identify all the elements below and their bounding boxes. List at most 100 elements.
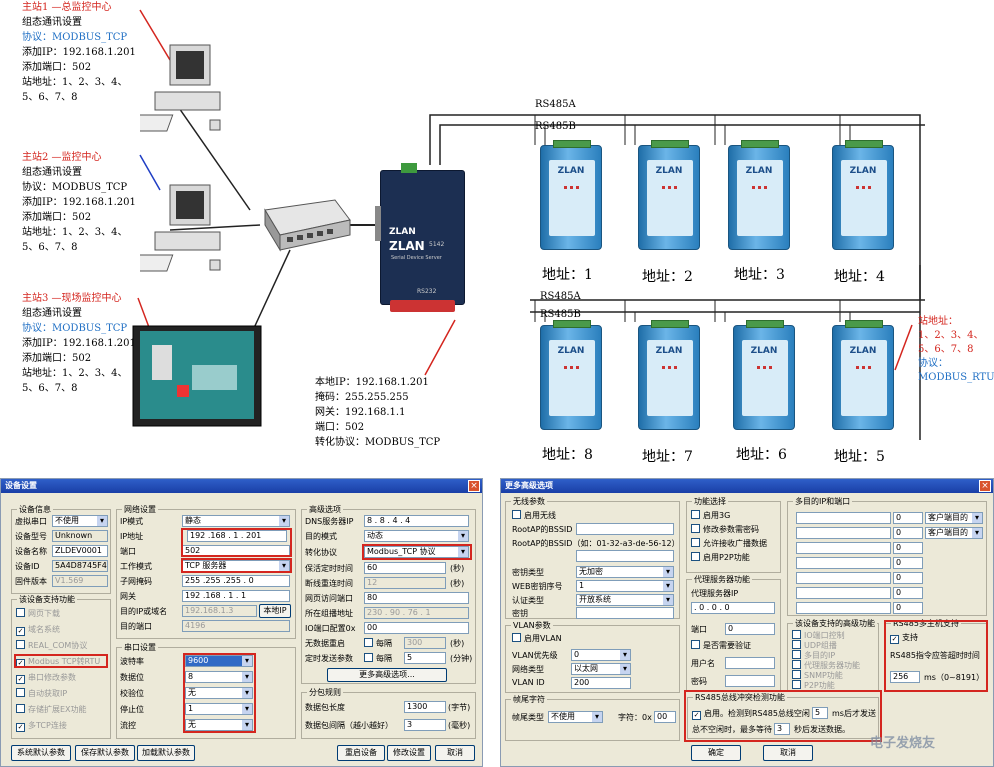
reconnect-input[interactable]: 12 (364, 577, 446, 589)
rs485-support-checkbox[interactable]: 支持 (890, 632, 918, 644)
enable-vlan-checkbox[interactable]: 启用VLAN (512, 633, 562, 644)
multi-dest-ip-input[interactable] (796, 587, 891, 599)
cancel-button[interactable]: 取消 (435, 745, 475, 761)
connection-lines (137, 9, 925, 440)
cancel-button[interactable]: 取消 (763, 745, 813, 761)
proxy-ip-input[interactable]: . 0 . 0 . 0 (691, 602, 775, 614)
server-rs232-label: RS232 (417, 288, 437, 295)
auth-type-select[interactable]: 开放系统 (576, 594, 674, 606)
station-2-text: 主站2 —监控中心 组态通讯设置 协议：MODBUS_TCP 添加IP：192.… (22, 152, 136, 253)
network-type-select[interactable]: 以太网 (571, 663, 631, 675)
multi-dest-port-input[interactable]: 0 (893, 557, 923, 569)
restart-input[interactable]: 300 (404, 637, 446, 649)
multi-dest-port-input[interactable]: 0 (893, 602, 923, 614)
protocol-select[interactable]: Modbus_TCP 协议 (364, 546, 469, 558)
func-item[interactable]: 允许接收广播数据 (691, 538, 767, 549)
proxy-port-input[interactable]: 0 (725, 623, 775, 635)
dest-port-input[interactable]: 4196 (182, 620, 290, 632)
web-port-input[interactable]: 80 (364, 592, 469, 604)
ip-address-input[interactable]: 192 .168 . 1 . 201 (187, 530, 287, 542)
close-icon[interactable]: × (468, 480, 480, 492)
restart-checkbox[interactable]: 每隔 (364, 638, 392, 649)
flow-control-select[interactable]: 无 (185, 719, 253, 731)
ok-button[interactable]: 确定 (691, 745, 741, 761)
enable-wireless-checkbox[interactable]: 启用无线 (512, 510, 556, 521)
vlan-group: VLAN参数 启用VLAN VLAN优先级 0 网络类型 以太网 VLAN ID… (505, 620, 680, 693)
packet-length-input[interactable]: 1300 (404, 701, 446, 713)
web-key-select[interactable]: 1 (576, 580, 674, 592)
multicast-input[interactable]: 230 . 90 . 76 . 1 (364, 607, 469, 619)
multi-dest-ip-input[interactable] (796, 602, 891, 614)
multi-dest-port-input[interactable]: 0 (893, 512, 923, 524)
rs485-timeout-input[interactable]: 256 (890, 671, 920, 683)
parity-select[interactable]: 无 (185, 687, 253, 699)
bssid2-input[interactable] (576, 550, 674, 562)
frame-char-input[interactable]: 00 (654, 711, 676, 723)
multi-dest-port-input[interactable]: 0 (893, 572, 923, 584)
func-item[interactable]: 启用3G (691, 510, 730, 521)
io-device-3: ZLAN (728, 140, 790, 250)
multi-dest-mode-select[interactable]: 客户端目的 (925, 512, 983, 524)
restart-device-button[interactable]: 重启设备 (337, 745, 385, 761)
server-logo: ZLAN (389, 227, 416, 237)
multi-dest-ip-input[interactable] (796, 572, 891, 584)
ip-mode-select[interactable]: 静态 (182, 515, 290, 527)
support-item: Modbus TCP转RTU (16, 656, 100, 668)
timed-send-checkbox[interactable]: 每隔 (364, 653, 392, 664)
network-settings-group: 网络设置 IP模式 静态 IP地址 192 .168 . 1 . 201 端口 … (116, 504, 296, 639)
multi-dest-ip-input[interactable] (796, 542, 891, 554)
key-input[interactable] (576, 607, 674, 619)
vlan-priority-select[interactable]: 0 (571, 649, 631, 661)
device-settings-dialog: 设备设置 × 设备信息 虚拟串口 不使用 设备型号 Unknown 设备名称 Z… (0, 478, 483, 767)
address-label-4: 地址：4 (834, 269, 885, 285)
gateway-input[interactable]: 192 .168 . 1 . 1 (182, 590, 290, 602)
timed-send-input[interactable]: 5 (404, 652, 446, 664)
multi-dest-ip-input[interactable] (796, 527, 891, 539)
multi-dest-port-input[interactable]: 0 (893, 542, 923, 554)
local-ip-button[interactable]: 本地IP (259, 604, 291, 618)
server-brand: ZLAN (389, 239, 425, 253)
bssid-input[interactable] (576, 523, 674, 535)
server-config-text: 本地IP：192.168.1.201 掩码：255.255.255 网关：192… (315, 377, 441, 448)
baud-rate-select[interactable]: 9600 (185, 655, 253, 667)
func-item[interactable]: 启用P2P功能 (691, 552, 750, 563)
multi-dest-ip-input[interactable] (796, 557, 891, 569)
bus-b-label-top: RS485B (535, 121, 576, 132)
more-options-button[interactable]: 更多高级选项... (327, 668, 447, 682)
adv-func-item: P2P功能 (792, 680, 835, 691)
wait-time-input[interactable]: 3 (774, 723, 790, 735)
stop-bits-select[interactable]: 1 (185, 703, 253, 715)
close-icon[interactable]: × (979, 480, 991, 492)
proxy-password-input[interactable] (725, 675, 775, 687)
multi-dest-port-input[interactable]: 0 (893, 527, 923, 539)
device-name-input[interactable]: ZLDEV0001 (52, 545, 108, 557)
key-type-select[interactable]: 无加密 (576, 566, 674, 578)
proxy-user-input[interactable] (725, 657, 775, 669)
collision-enable-checkbox[interactable]: 启用。检测到RS485总线空闲 (692, 708, 810, 720)
subnet-mask-input[interactable]: 255 .255 .255 . 0 (182, 575, 290, 587)
frame-type-select[interactable]: 不使用 (548, 711, 603, 723)
network-diagram: 主站1 —总监控中心 组态通讯设置 协议：MODBUS_TCP 添加IP：192… (22, 2, 994, 465)
multi-dest-mode-select[interactable]: 客户端目的 (925, 527, 983, 539)
dest-ip-input[interactable]: 192.168.1.3 (182, 605, 257, 617)
multi-dest-ip-input[interactable] (796, 512, 891, 524)
keepalive-input[interactable]: 60 (364, 562, 446, 574)
bus-b-label-bottom: RS485B (540, 309, 581, 320)
func-item[interactable]: 修改参数需密码 (691, 524, 759, 535)
proxy-auth-checkbox[interactable]: 是否需要验证 (691, 640, 751, 651)
device-id-field: 5A4D8745F4CF (52, 560, 108, 572)
modify-settings-button[interactable]: 修改设置 (387, 745, 431, 761)
data-bits-select[interactable]: 8 (185, 671, 253, 683)
load-default-button[interactable]: 加载默认参数 (137, 745, 195, 761)
address-label-2: 地址：2 (642, 269, 693, 285)
io-config-input[interactable]: 00 (364, 622, 469, 634)
dns-input[interactable]: 8 . 8 . 4 . 4 (364, 515, 469, 527)
idle-time-input[interactable]: 5 (812, 707, 828, 719)
dest-mode-select[interactable]: 动态 (364, 530, 469, 542)
vlan-id-input[interactable]: 200 (571, 677, 631, 689)
virtual-port-select[interactable]: 不使用 (52, 515, 108, 527)
save-default-button[interactable]: 保存默认参数 (75, 745, 135, 761)
multi-dest-port-input[interactable]: 0 (893, 587, 923, 599)
system-default-button[interactable]: 系统默认参数 (11, 745, 71, 761)
packet-gap-input[interactable]: 3 (404, 719, 446, 731)
